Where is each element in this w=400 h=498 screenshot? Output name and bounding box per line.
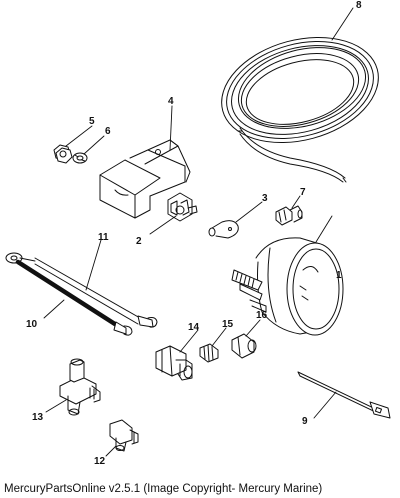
part-6-washer [72, 152, 88, 164]
part-11-wire [5, 252, 158, 328]
part-13-tee-fitting [59, 358, 101, 416]
callout-8: 8 [356, 0, 362, 11]
leader-8 [331, 7, 354, 41]
callout-12: 12 [94, 456, 106, 467]
part-15-nipple [199, 343, 219, 363]
leader-1 [315, 215, 333, 243]
part-9-cable-tie [297, 371, 391, 419]
image-caption: MercuryPartsOnline v2.5.1 (Image Copyrig… [4, 483, 323, 495]
callout-6: 6 [105, 126, 111, 137]
leader-2 [149, 215, 177, 235]
part-3-bulb [208, 220, 239, 239]
callout-5: 5 [89, 116, 95, 127]
leader-13 [45, 399, 67, 413]
callout-2: 2 [136, 236, 142, 247]
leader-7 [291, 195, 301, 209]
callout-16: 16 [256, 310, 268, 321]
callout-4: 4 [168, 96, 174, 107]
leader-6 [83, 135, 105, 155]
part-2-bulb-socket [167, 192, 198, 222]
part-4-bracket [99, 139, 191, 219]
leader-12 [105, 445, 117, 457]
part-14-adapter [155, 345, 193, 381]
leader-5 [65, 125, 93, 147]
callout-15: 15 [222, 319, 234, 330]
part-1-gauge [231, 237, 344, 336]
callout-1: 1 [336, 270, 342, 281]
part-8-coiled-tubing [221, 36, 379, 183]
leader-15 [211, 327, 227, 347]
leader-10 [43, 299, 65, 319]
leader-lines [43, 7, 354, 457]
leader-9 [313, 391, 337, 419]
callout-10: 10 [26, 319, 38, 330]
callout-9: 9 [302, 416, 308, 427]
part-10-black-lead [15, 259, 133, 336]
leader-4 [169, 105, 173, 151]
part-7-fitting [275, 205, 303, 226]
callout-labels: 1 2 3 4 5 6 7 8 9 10 11 12 13 14 15 16 [26, 0, 362, 467]
leader-11 [85, 239, 102, 291]
part-5-nut [53, 144, 73, 164]
callout-13: 13 [32, 412, 44, 423]
callout-11: 11 [98, 232, 109, 243]
callout-14: 14 [188, 322, 200, 333]
part-12-elbow-fitting [109, 419, 139, 452]
callout-3: 3 [262, 193, 268, 204]
part-16-connector [231, 333, 257, 359]
leader-16 [245, 319, 261, 337]
leader-14 [179, 329, 199, 353]
leader-3 [235, 201, 263, 223]
callout-7: 7 [300, 187, 306, 198]
